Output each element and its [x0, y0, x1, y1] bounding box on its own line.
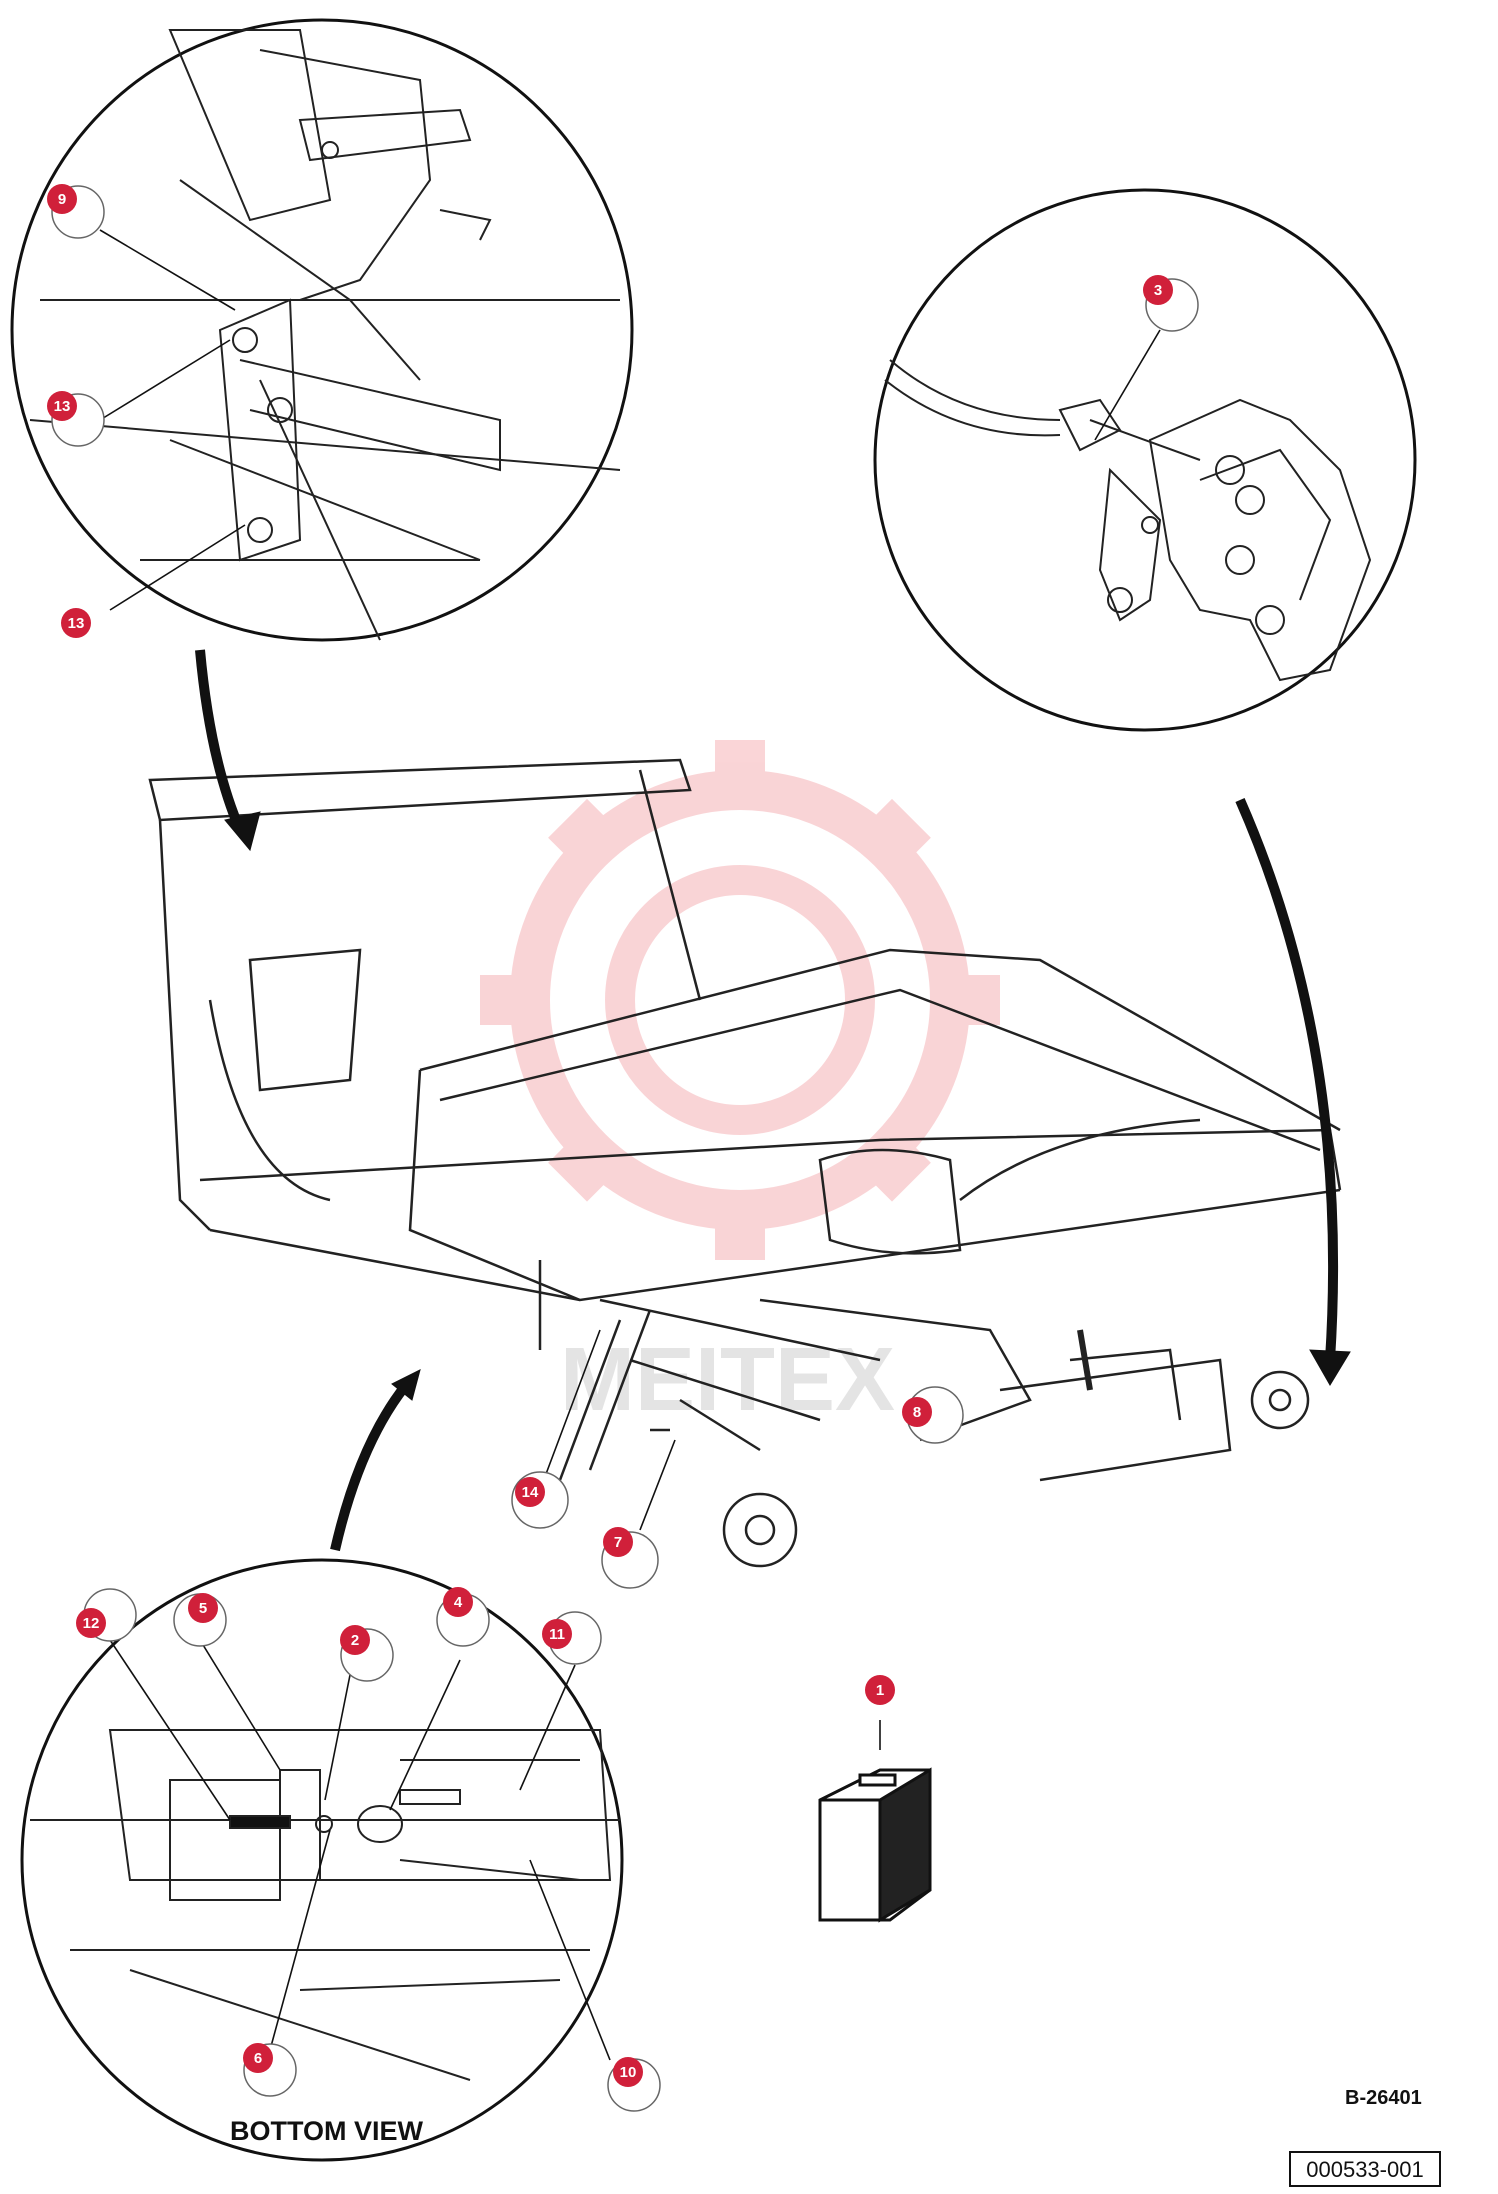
callout-10: 10 [613, 2057, 643, 2087]
callout-9: 9 [47, 184, 77, 214]
watermark-gear-icon [480, 740, 1000, 1260]
svg-text:11: 11 [549, 1626, 565, 1643]
arrow-caliper-icon [1235, 797, 1339, 1361]
svg-text:14: 14 [522, 1484, 539, 1501]
callout-3: 3 [1143, 275, 1173, 305]
part-number-box [1289, 2151, 1441, 2187]
callout-12: 12 [76, 1608, 106, 1638]
svg-text:2: 2 [351, 1632, 359, 1649]
drawing-number: B-26401 [1345, 2087, 1422, 2109]
caliper-detail-view [873, 188, 1417, 732]
callout-4: 4 [443, 1587, 473, 1617]
callout-11: 11 [542, 1619, 572, 1649]
callout-7: 7 [603, 1527, 633, 1557]
svg-text:6: 6 [254, 2050, 262, 2067]
svg-text:5: 5 [199, 1600, 207, 1617]
box-icon [818, 1767, 932, 1923]
watermark-text: MEITEX [560, 1330, 895, 1430]
svg-text:12: 12 [83, 1615, 100, 1632]
callout-13a: 13 [47, 391, 77, 421]
leader-lines [99, 229, 1161, 2061]
pedal-detail-view [10, 18, 634, 642]
svg-text:13: 13 [68, 615, 85, 632]
callout-1: 1 [865, 1675, 895, 1705]
svg-text:3: 3 [1154, 282, 1162, 299]
svg-text:7: 7 [614, 1534, 622, 1551]
bottom-view-label: BOTTOM VIEW [230, 2116, 424, 2146]
svg-text:8: 8 [913, 1404, 921, 1421]
svg-text:4: 4 [454, 1594, 463, 1611]
svg-text:1: 1 [876, 1682, 884, 1699]
callout-6: 6 [243, 2043, 273, 2073]
red-callouts: 1 2 3 4 5 6 7 8 9 10 11 12 13 13 14 [47, 184, 1173, 2087]
detail-arrows [195, 649, 1351, 1552]
part-number: 000533-001 [1306, 2157, 1423, 2182]
arrow-pedal-icon [195, 649, 245, 832]
svg-text:13: 13 [54, 398, 71, 415]
arrow-bottom-icon [330, 1376, 414, 1552]
vehicle-frame [148, 758, 1342, 1568]
callout-13b: 13 [61, 608, 91, 638]
svg-text:9: 9 [58, 191, 66, 208]
callout-14: 14 [515, 1477, 545, 1507]
callout-2: 2 [340, 1625, 370, 1655]
callout-5: 5 [188, 1593, 218, 1623]
svg-text:10: 10 [620, 2064, 637, 2081]
callout-8: 8 [902, 1397, 932, 1427]
